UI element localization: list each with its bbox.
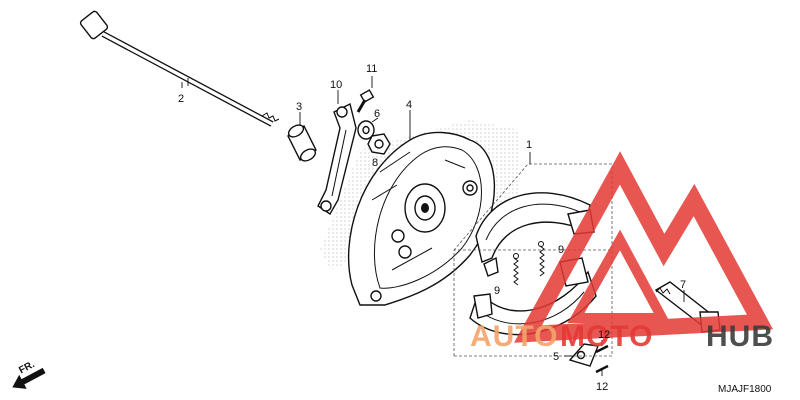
callout-12-lower: 12 <box>596 381 608 393</box>
front-direction-arrow: FR. <box>12 359 46 389</box>
watermark-word-auto: AUTO <box>470 320 558 353</box>
callout-9-lower: 9 <box>494 285 500 297</box>
watermark-word-moto: MOTO <box>560 320 653 353</box>
callout-12-upper: 12 <box>598 329 610 341</box>
diagram-code: MJAJF1800 <box>718 384 772 395</box>
collar-part <box>287 124 317 162</box>
brake-panel-part <box>347 131 496 306</box>
callout-11: 11 <box>366 63 377 75</box>
callout-3: 3 <box>296 101 302 113</box>
nut-part <box>367 133 391 155</box>
callout-1: 1 <box>526 139 532 151</box>
spring-part-upper <box>538 241 545 277</box>
callout-9-upper: 9 <box>558 244 564 256</box>
pin-part-lower <box>595 364 609 374</box>
callout-10: 10 <box>330 79 342 91</box>
watermark-word-hub: HUB <box>706 320 774 353</box>
axle-part <box>79 10 280 127</box>
watermark-logo <box>514 151 774 343</box>
group-outline <box>453 163 613 357</box>
callout-5: 5 <box>553 351 559 363</box>
callout-6: 6 <box>374 108 380 120</box>
callout-4: 4 <box>406 99 412 111</box>
bolt-part <box>356 89 375 113</box>
spring-part-lower <box>513 253 519 286</box>
watermark-text: AUTO MOTO HUB <box>470 320 774 353</box>
washer-part <box>357 120 375 140</box>
callout-2: 2 <box>178 93 184 105</box>
pin-part-upper <box>595 344 609 354</box>
callout-7: 7 <box>680 279 686 291</box>
torque-link-part <box>317 102 357 215</box>
callout-8: 8 <box>372 157 378 169</box>
plate-part <box>568 343 599 367</box>
